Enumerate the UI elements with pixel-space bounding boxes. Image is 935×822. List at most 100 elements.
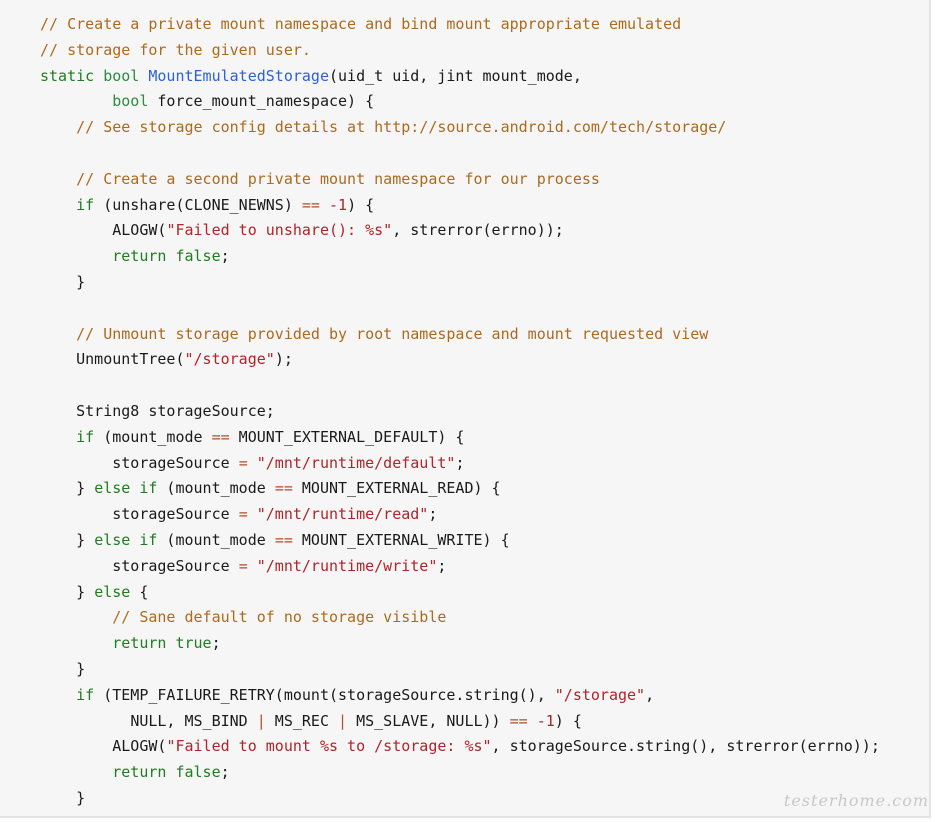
code-text: MOUNT_EXTERNAL_WRITE) {	[292, 530, 510, 549]
comment: // Sane default of no storage visible	[112, 608, 447, 627]
code-text: ) {	[554, 711, 582, 730]
operator: ==	[211, 427, 230, 446]
code-text: ;	[428, 505, 438, 524]
keyword: return	[112, 247, 167, 266]
code-line-21: } else if (mount_mode == MOUNT_EXTERNAL_…	[40, 528, 880, 554]
operator: |	[256, 711, 266, 730]
code-line-19: } else if (mount_mode == MOUNT_EXTERNAL_…	[40, 476, 880, 502]
source-code: // Create a private mount namespace and …	[40, 12, 880, 812]
keyword: else	[94, 479, 131, 498]
code-text: (uid_t uid, jint mount_mode,	[329, 66, 582, 85]
operator: ==	[274, 479, 293, 498]
comment: // storage for the given user.	[40, 40, 311, 59]
watermark: testerhome.com	[783, 791, 929, 810]
string: "/storage"	[554, 685, 646, 704]
code-text: MS_REC	[265, 711, 339, 730]
number: -1	[329, 195, 348, 214]
string: "/mnt/runtime/default"	[256, 453, 456, 472]
code-line-18: storageSource = "/mnt/runtime/default";	[40, 451, 880, 477]
keyword: false	[175, 247, 221, 266]
operator: ==	[509, 711, 528, 730]
string: "/mnt/runtime/write"	[256, 556, 438, 575]
code-text: }	[76, 659, 86, 678]
code-line-26: }	[40, 657, 880, 683]
code-text: ,	[645, 685, 655, 704]
keyword: false	[175, 763, 221, 782]
operator: =	[238, 505, 248, 524]
code-text: ALOGW(	[112, 221, 167, 240]
code-line-11: }	[40, 270, 880, 296]
string: "Failed to mount %s to /storage: %s"	[166, 737, 492, 756]
code-text: (TEMP_FAILURE_RETRY(mount(storageSource.…	[94, 685, 555, 704]
code-text: ALOGW(	[112, 737, 167, 756]
code-text: MOUNT_EXTERNAL_READ) {	[292, 479, 501, 498]
code-text: ;	[455, 453, 465, 472]
code-line-5: // See storage config details at http://…	[40, 115, 880, 141]
code-text: {	[130, 582, 149, 601]
code-line-22: storageSource = "/mnt/runtime/write";	[40, 554, 880, 580]
code-text: force_mount_namespace) {	[148, 92, 375, 111]
code-text: , strerror(errno));	[392, 221, 564, 240]
code-line-29: ALOGW("Failed to mount %s to /storage: %…	[40, 734, 880, 760]
code-line-3: static bool MountEmulatedStorage(uid_t u…	[40, 64, 880, 90]
code-line-12	[40, 296, 880, 322]
code-line-14: UnmountTree("/storage");	[40, 347, 880, 373]
comment: // Create a second private mount namespa…	[76, 169, 600, 188]
code-text: ;	[437, 556, 447, 575]
operator: =	[238, 556, 248, 575]
code-text: (mount_mode	[157, 530, 275, 549]
code-text: storageSource	[112, 556, 239, 575]
keyword: return	[112, 763, 167, 782]
code-text: }	[76, 479, 95, 498]
keyword: if	[76, 195, 95, 214]
keyword: static	[40, 66, 95, 85]
code-line-30: return false;	[40, 760, 880, 786]
string: "/mnt/runtime/read"	[256, 505, 429, 524]
code-text: String8 storageSource;	[76, 401, 275, 420]
comment: // Create a private mount namespace and …	[40, 15, 682, 33]
string: "/storage"	[184, 350, 275, 369]
code-line-2: // storage for the given user.	[40, 38, 880, 64]
keyword: if	[76, 685, 95, 704]
code-text: }	[76, 788, 86, 807]
code-text: storageSource	[112, 453, 239, 472]
code-line-20: storageSource = "/mnt/runtime/read";	[40, 502, 880, 528]
code-text: );	[274, 350, 293, 369]
code-line-13: // Unmount storage provided by root name…	[40, 322, 880, 348]
code-text: MS_SLAVE, NULL))	[347, 711, 510, 730]
function-name: MountEmulatedStorage	[148, 66, 329, 85]
code-line-16: String8 storageSource;	[40, 399, 880, 425]
code-text: ) {	[347, 195, 375, 214]
code-line-25: return true;	[40, 631, 880, 657]
code-line-15	[40, 373, 880, 399]
keyword: else	[94, 582, 131, 601]
code-line-23: } else {	[40, 580, 880, 606]
code-line-31: }	[40, 786, 880, 812]
type: bool	[103, 66, 140, 85]
code-line-6	[40, 141, 880, 167]
code-line-1: // Create a private mount namespace and …	[40, 12, 880, 38]
code-line-7: // Create a second private mount namespa…	[40, 167, 880, 193]
operator: ==	[301, 195, 320, 214]
comment: // See storage config details at http://…	[76, 118, 727, 137]
code-text: }	[76, 530, 95, 549]
code-text: ;	[220, 763, 230, 782]
code-line-17: if (mount_mode == MOUNT_EXTERNAL_DEFAULT…	[40, 425, 880, 451]
code-line-28: NULL, MS_BIND | MS_REC | MS_SLAVE, NULL)…	[40, 709, 880, 735]
code-text: }	[76, 582, 95, 601]
keyword: else	[94, 530, 131, 549]
keyword: true	[175, 634, 212, 653]
code-text: }	[76, 272, 86, 291]
code-text: UnmountTree(	[76, 350, 185, 369]
code-line-9: ALOGW("Failed to unshare(): %s", strerro…	[40, 218, 880, 244]
operator: |	[338, 711, 348, 730]
code-text: ;	[211, 634, 221, 653]
code-text: ;	[220, 247, 230, 266]
operator: =	[238, 453, 248, 472]
number: -1	[536, 711, 555, 730]
code-line-8: if (unshare(CLONE_NEWNS) == -1) {	[40, 193, 880, 219]
code-text: MOUNT_EXTERNAL_DEFAULT) {	[229, 427, 465, 446]
code-text: (mount_mode	[94, 427, 212, 446]
code-text: storageSource	[112, 505, 239, 524]
code-text: , storageSource.string(), strerror(errno…	[491, 737, 880, 756]
